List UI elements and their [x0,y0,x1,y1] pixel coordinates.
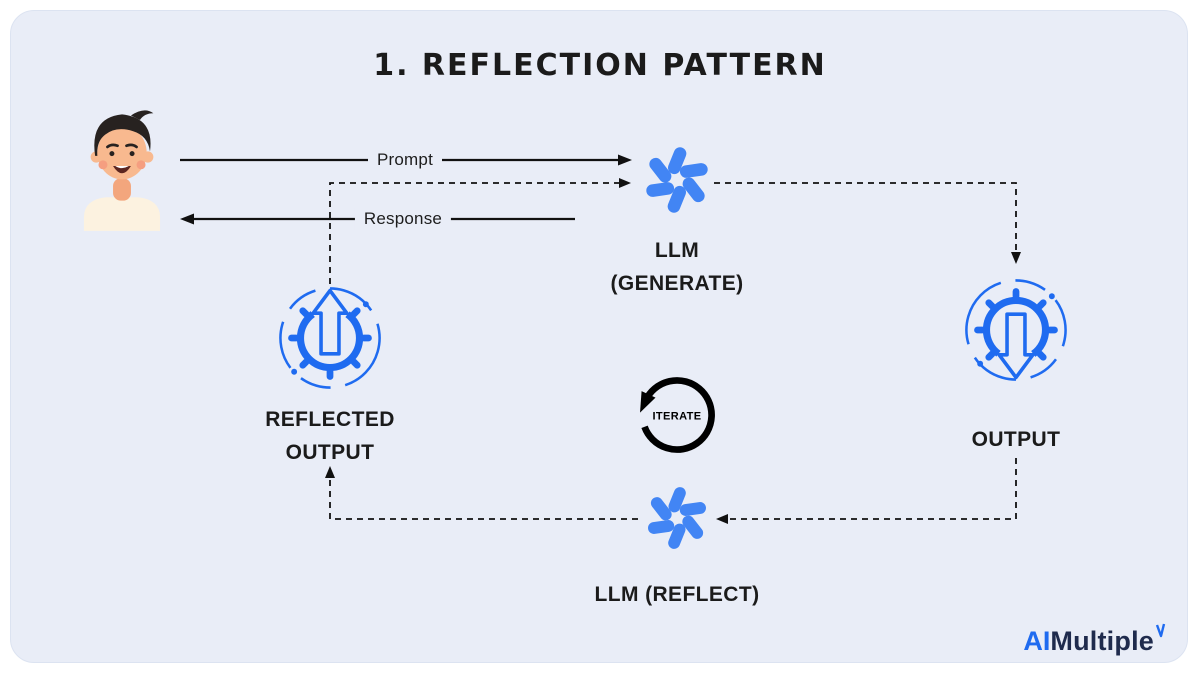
response-label: Response [354,208,452,230]
diagram-card [10,10,1188,663]
llm-generate-label: LLM (GENERATE) [527,234,827,300]
gear-up-arrow-icon [272,280,388,396]
iterate-label: ITERATE [652,410,701,422]
brand-multiple-text: Multiple [1050,626,1154,656]
llm-generate-line1: LLM [654,239,700,262]
person-avatar-icon [83,110,161,231]
gear-down-arrow-icon [958,272,1074,388]
reflected-output-line2: OUTPUT [285,441,375,464]
output-label: OUTPUT [971,428,1061,451]
openai-logo-icon [643,485,711,551]
prompt-label: Prompt [368,149,442,171]
openai-logo-icon [641,145,713,215]
checkmark-accent-icon [1155,623,1166,638]
circular-arrow-icon: ITERATE [640,377,715,453]
llm-reflect-label: LLM (REFLECT) [594,583,760,606]
diagram-title: 1. REFLECTION PATTERN [373,48,827,83]
brand-ai-text: AI [1023,626,1051,656]
llm-generate-line2: (GENERATE) [610,272,744,295]
reflected-output-line1: REFLECTED [265,408,395,431]
reflected-output-label: REFLECTED OUTPUT [230,403,430,469]
